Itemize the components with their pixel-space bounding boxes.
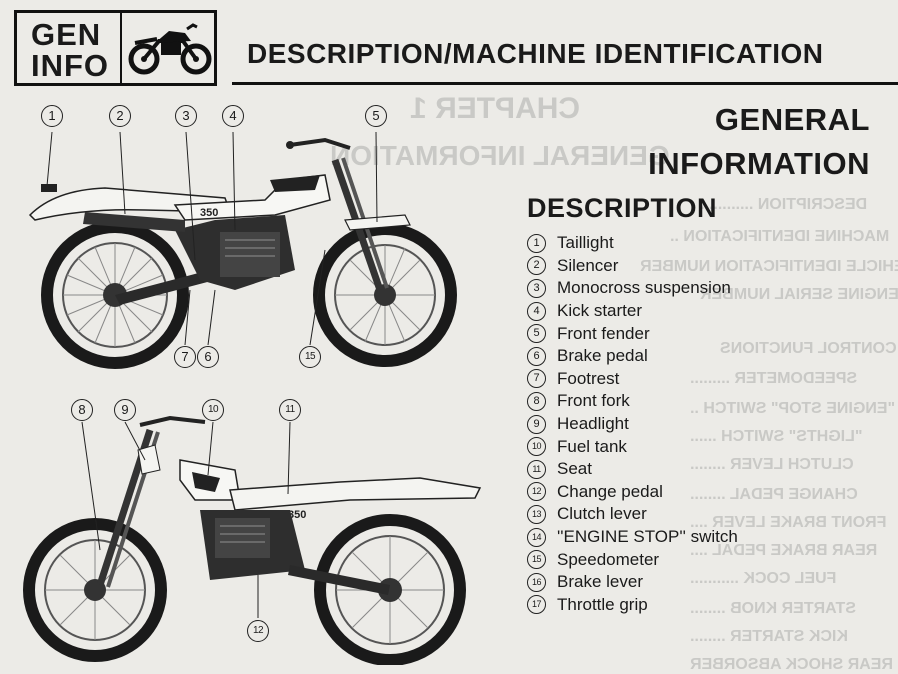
callout-4: 4 (222, 105, 244, 127)
part-label: Monocross suspension (557, 278, 731, 298)
badge-line-1: GEN (31, 17, 102, 52)
part-number: 17 (527, 595, 546, 615)
part-item: 16 Brake lever (527, 571, 738, 594)
part-label: Brake pedal (557, 346, 648, 366)
part-label: Brake lever (557, 572, 643, 592)
badge-text: GEN INFO (17, 13, 122, 83)
parts-list: 1 Taillight 2 Silencer 3 Monocross suspension… (527, 232, 738, 616)
bleed-through-text: REAR SHOCK ABSORBER (690, 656, 893, 673)
chapter-title: GENERAL INFORMATION (648, 98, 870, 186)
part-item: 15 Speedometer (527, 548, 738, 571)
callout-5: 5 (365, 105, 387, 127)
handlebar (289, 137, 351, 150)
part-number: 3 (527, 278, 546, 298)
part-label: Front fender (557, 323, 650, 343)
part-label: Clutch lever (557, 504, 647, 524)
part-label: Silencer (557, 255, 619, 275)
part-item: 2 Silencer (527, 255, 738, 278)
part-number: 2 (527, 256, 546, 276)
part-label: Seat (557, 459, 592, 479)
callout-11: 11 (279, 399, 301, 421)
taillight (41, 184, 57, 192)
part-number: 13 (527, 504, 546, 524)
silencer (83, 212, 185, 232)
part-item: 13 Clutch lever (527, 503, 738, 526)
part-item: 6 Brake pedal (527, 345, 738, 368)
callout-2: 2 (109, 105, 131, 127)
motorcycle-icon (128, 23, 212, 75)
part-number: 6 (527, 346, 546, 366)
part-item: 4 Kick starter (527, 300, 738, 323)
callout-10: 10 (202, 399, 224, 421)
part-label: Front fork (557, 391, 630, 411)
bleed-through-text: KICK STARTER ........ (690, 628, 848, 645)
gen-info-badge: GEN INFO (14, 10, 217, 86)
description-heading: DESCRIPTION (527, 193, 718, 223)
part-number: 9 (527, 414, 546, 434)
headlight (137, 444, 161, 475)
part-label: Kick starter (557, 301, 643, 321)
part-number: 11 (527, 459, 546, 479)
part-label: Taillight (557, 233, 614, 253)
header-rule (232, 82, 898, 85)
part-item: 8 Front fork (527, 390, 738, 413)
page-title: DESCRIPTION/MACHINE IDENTIFICATION (247, 38, 824, 69)
part-item: 5 Front fender (527, 322, 738, 345)
part-number: 15 (527, 550, 546, 570)
front-fender (344, 214, 411, 231)
seat (229, 477, 482, 511)
bleed-through-text: CONTROL FUNCTIONS (720, 340, 897, 357)
part-number: 14 (527, 527, 546, 547)
part-item: 10 Fuel tank (527, 435, 738, 458)
callout-7: 7 (174, 346, 196, 368)
part-item: 9 Headlight (527, 413, 738, 436)
chapter-title-line-2: INFORMATION (648, 146, 870, 181)
motorcycle-left-view: 350 (23, 415, 482, 665)
model-decal: 350 (288, 509, 306, 521)
front-tire (23, 518, 167, 662)
part-label: Headlight (557, 414, 629, 434)
part-label: Change pedal (557, 481, 663, 501)
callout-6: 6 (197, 346, 219, 368)
part-label: ''ENGINE STOP'' switch (557, 527, 738, 547)
callout-9: 9 (114, 399, 136, 421)
part-number: 16 (527, 572, 546, 592)
part-number: 12 (527, 482, 546, 502)
part-label: Fuel tank (557, 436, 627, 456)
front-tire (313, 223, 457, 367)
motorcycle-right-view: 350 (28, 131, 457, 369)
part-number: 10 (527, 437, 546, 457)
chapter-title-line-1: GENERAL (714, 102, 870, 137)
callout-8: 8 (71, 399, 93, 421)
part-item: 3 Monocross suspension (527, 277, 738, 300)
part-number: 5 (527, 324, 546, 344)
part-number: 7 (527, 369, 546, 389)
part-number: 8 (527, 391, 546, 411)
part-item: 14 ''ENGINE STOP'' switch (527, 526, 738, 549)
part-item: 17 Throttle grip (527, 594, 738, 617)
callout-1: 1 (41, 105, 63, 127)
part-label: Throttle grip (557, 594, 648, 614)
callout-15: 15 (299, 346, 321, 368)
callout-3: 3 (175, 105, 197, 127)
callout-12: 12 (247, 620, 269, 642)
part-number: 4 (527, 301, 546, 321)
part-item: 1 Taillight (527, 232, 738, 255)
part-item: 12 Change pedal (527, 481, 738, 504)
part-item: 7 Footrest (527, 368, 738, 391)
handlebar (139, 415, 206, 427)
part-item: 11 Seat (527, 458, 738, 481)
rear-tire (41, 221, 189, 369)
part-number: 1 (527, 233, 546, 253)
rear-tire (314, 514, 466, 665)
bleed-through-text: DESCRIPTION ............ (700, 196, 868, 213)
badge-line-2: INFO (31, 48, 110, 83)
part-label: Speedometer (557, 549, 660, 569)
model-decal: 350 (200, 207, 218, 219)
part-label: Footrest (557, 368, 620, 388)
